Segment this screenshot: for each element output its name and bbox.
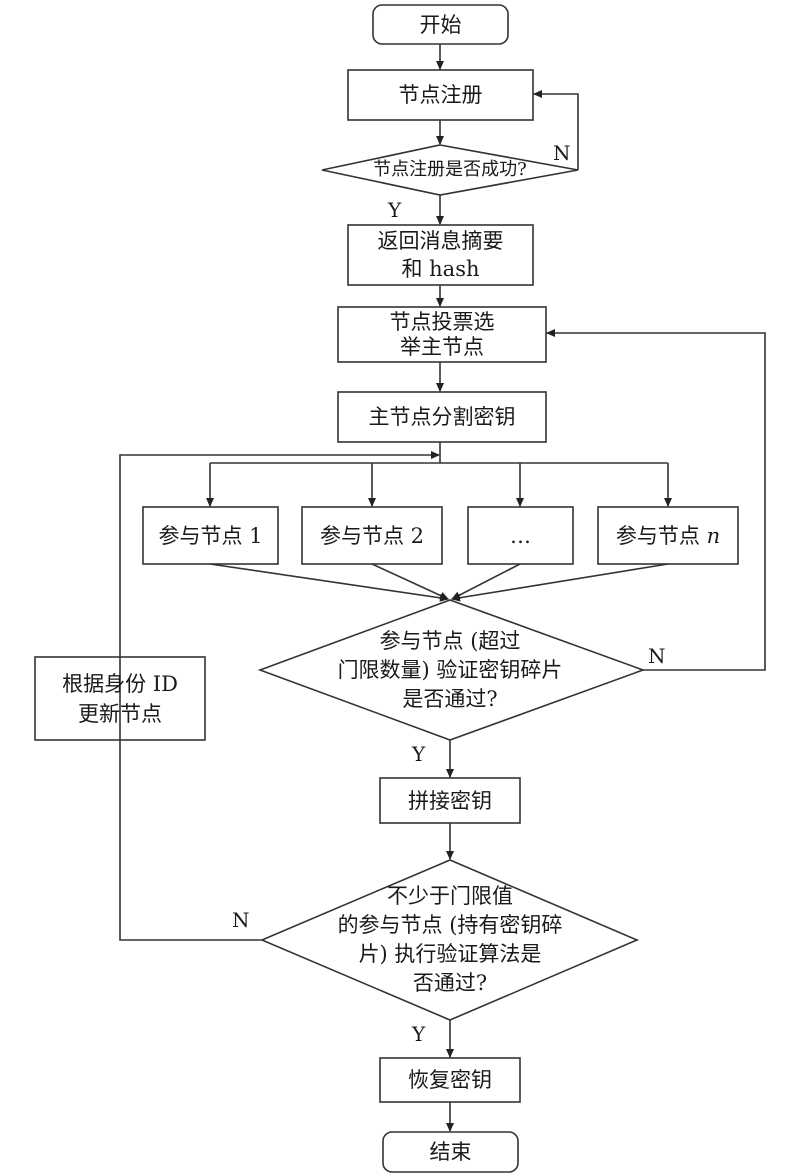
node-verify-line3: 是否通过? [402,686,498,711]
node-algo-line4: 否通过? [412,971,488,995]
edge-p2-verify [371,563,449,600]
node-start: 开始 [373,5,508,44]
node-verify-line1: 参与节点 (超过 [379,628,521,653]
node-concat-text: 拼接密钥 [408,788,492,813]
node-participant-dots-text: … [510,523,531,548]
node-participant-2-text: 参与节点 2 [319,523,425,548]
node-split-text: 主节点分割密钥 [368,405,516,429]
edge-algo-no-loop [119,451,440,941]
label-algo-yes: Y [412,1022,426,1046]
node-digest-line1: 返回消息摘要 [377,229,504,253]
node-update-line2: 更新节点 [78,701,162,726]
node-concat: 拼接密钥 [380,778,520,823]
end-shape [382,1131,519,1173]
node-vote-line2: 举主节点 [400,334,484,359]
node-digest-line2: 和 hash [401,257,480,281]
node-vote-line1: 节点投票选 [389,309,495,334]
node-participant-n-prefix: 参与节点 [615,523,707,548]
node-register-check: 节点注册是否成功? [322,145,578,195]
node-participant-1-text: 参与节点 1 [158,523,263,548]
split-shape [337,391,547,443]
label-verify-yes: Y [412,742,426,766]
node-register-text: 节点注册 [398,83,483,107]
node-start-text: 开始 [419,12,462,37]
node-algo-line1: 不少于门限值 [387,884,513,908]
node-participant-1: 参与节点 1 [143,507,278,564]
node-register-check-text: 节点注册是否成功? [373,159,527,180]
node-end-text: 结束 [429,1140,472,1164]
node-restore: 恢复密钥 [380,1058,520,1102]
node-algo: 不少于门限值 的参与节点 (持有密钥碎 片) 执行验证算法是 否通过? [290,878,610,1002]
node-register: 节点注册 [348,70,533,120]
node-restore-text: 恢复密钥 [408,1068,492,1092]
node-participant-dots: … [468,507,573,564]
node-update-line1: 根据身份 ID [62,671,178,696]
edge-pdots-verify [451,563,521,600]
edge-verify-no-loop [546,329,766,671]
node-participant-2: 参与节点 2 [302,507,442,564]
node-verify-line2: 门限数量) 验证密钥碎片 [337,657,563,682]
node-participant-n: 参与节点 n [598,507,738,564]
label-register-no: N [553,141,571,165]
node-split: 主节点分割密钥 [338,392,546,442]
node-verify: 参与节点 (超过 门限数量) 验证密钥碎片 是否通过? [290,610,610,730]
node-participant-n-var: n [706,523,721,548]
edge-check-no-loop [533,90,579,170]
participant-dots-shape [467,506,574,565]
edge-p1-verify [209,563,449,602]
label-register-yes: Y [388,198,402,222]
node-vote: 节点投票选 举主节点 [338,307,546,362]
edge-pn-verify [451,563,669,602]
node-algo-line2: 的参与节点 (持有密钥碎 [337,913,563,937]
node-digest: 返回消息摘要 和 hash [348,225,533,285]
node-update: 根据身份 ID 更新节点 [35,657,205,740]
label-algo-no: N [232,908,250,932]
label-verify-no: N [648,644,666,668]
node-algo-line3: 片) 执行验证算法是 [358,942,542,966]
node-participant-n-text: 参与节点 n [616,522,720,550]
node-end: 结束 [383,1132,518,1172]
